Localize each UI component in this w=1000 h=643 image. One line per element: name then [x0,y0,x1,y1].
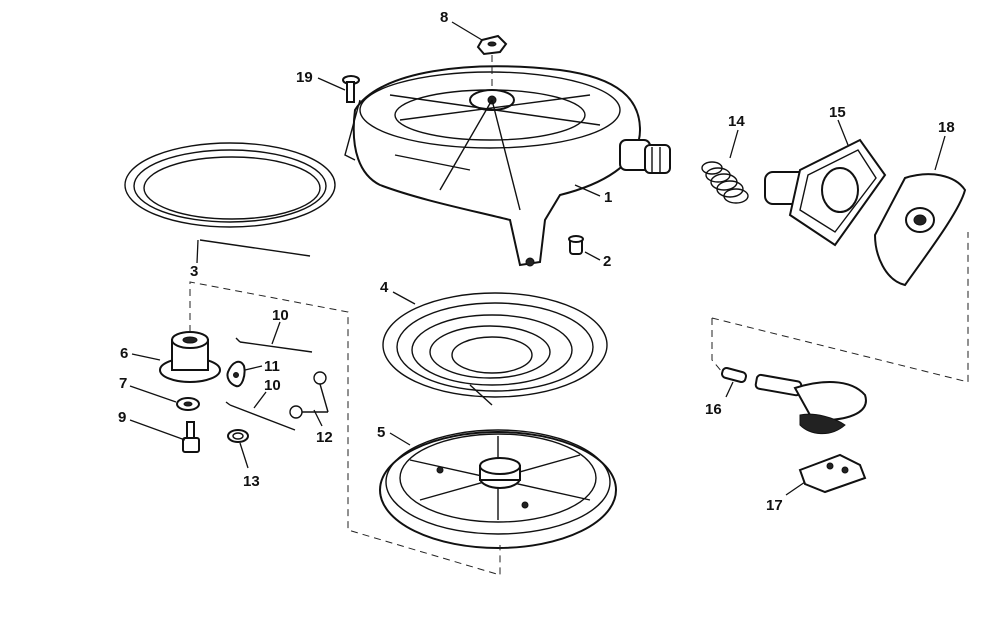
leader-10a [271,321,281,345]
leader-10b [253,391,267,409]
leader-14 [729,129,739,159]
part-14-spring [701,161,749,204]
callout-8: 8 [440,9,448,26]
callout-9: 9 [118,409,126,426]
part-1-housing [344,65,671,267]
leader-5 [389,432,411,446]
callout-6: 6 [120,345,128,362]
assembly-dashed-lines [189,232,969,576]
part-3-rope [124,142,336,257]
leader-11 [244,365,263,371]
part-7-washer [176,397,200,411]
leader-18 [934,135,946,171]
leader-15 [837,119,849,146]
part-16-handle [721,366,867,435]
part-10-link-lower [225,401,296,431]
callout-2: 2 [603,253,611,270]
part-13-ring [227,429,249,443]
callout-16: 16 [705,401,722,418]
callout-11: 11 [264,358,280,375]
part-11-pawl [226,360,246,388]
callout-14: 14 [728,113,745,130]
leader-6 [131,353,161,361]
part-12-spring [289,371,329,419]
callout-13: 13 [243,473,260,490]
leader-16 [725,381,734,398]
part-10-link-upper [235,337,313,353]
callout-15: 15 [829,104,846,121]
callout-18: 18 [938,119,955,136]
part-17-insert [798,453,867,494]
part-9-bolt [182,421,200,453]
callout-19: 19 [296,69,313,86]
part-6-hub [159,331,221,383]
callout-12: 12 [316,429,333,446]
callout-5: 5 [377,424,385,441]
leader-3 [196,239,199,264]
part-2-pin [568,235,584,255]
callout-17: 17 [766,497,783,514]
leader-8 [451,21,483,41]
leader-13 [239,442,249,469]
callout-10-upper: 10 [272,307,289,324]
part-8-nut [476,34,508,90]
leader-1 [574,184,601,197]
part-18-plate [873,173,967,287]
leader-4 [392,291,416,305]
part-19-screw [342,75,360,103]
callout-1: 1 [604,189,612,206]
part-4-spring [382,292,608,406]
leader-lines [129,21,946,496]
callout-3: 3 [190,263,198,280]
callout-4: 4 [380,279,389,296]
part-15-bracket [764,138,887,247]
leader-7 [129,385,177,403]
leader-12 [313,409,323,427]
callout-labels: 1 2 3 4 5 6 7 8 9 10 10 11 12 13 14 15 1… [118,9,955,514]
part-5-pulley [379,429,617,549]
leader-9 [129,419,186,441]
leader-19 [317,77,346,91]
leader-2 [584,251,601,261]
leader-17 [785,481,806,496]
callout-10-lower: 10 [264,377,281,394]
callout-7: 7 [119,375,127,392]
